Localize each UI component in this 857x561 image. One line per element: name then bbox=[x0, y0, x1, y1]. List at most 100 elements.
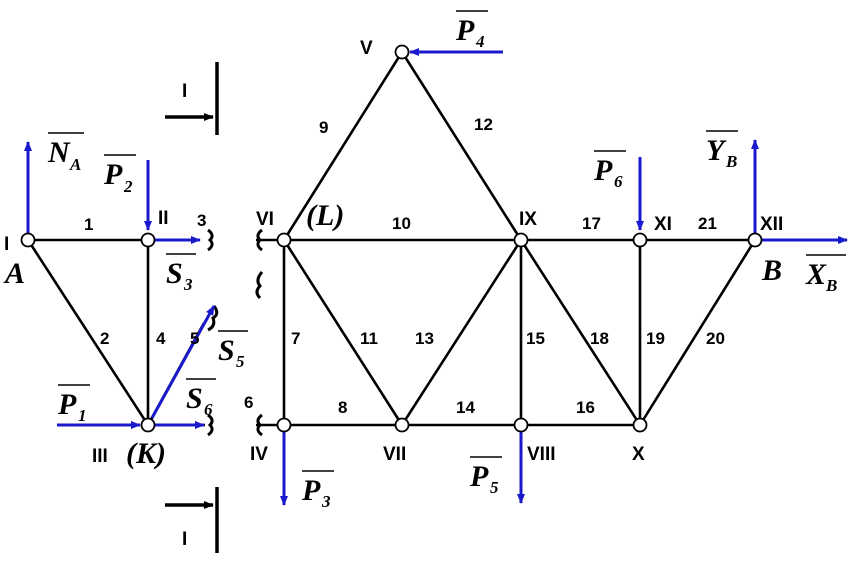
svg-text:P: P bbox=[301, 474, 321, 507]
svg-text:P: P bbox=[103, 158, 123, 191]
member-12 bbox=[400, 51, 523, 241]
section-label-bottom: I bbox=[182, 529, 187, 550]
member-number-19: 19 bbox=[646, 329, 665, 348]
svg-text:P: P bbox=[593, 154, 613, 187]
svg-text:B: B bbox=[825, 276, 837, 295]
member-number-4: 4 bbox=[156, 329, 166, 348]
node-label-II: II bbox=[158, 208, 169, 229]
member-number-21: 21 bbox=[698, 214, 717, 233]
svg-text:5: 5 bbox=[236, 352, 245, 371]
node-label-XII: XII bbox=[760, 214, 783, 235]
joint-V bbox=[394, 44, 410, 60]
member-2 bbox=[26, 239, 150, 426]
member-number-14: 14 bbox=[456, 398, 475, 417]
svg-text:6: 6 bbox=[614, 172, 623, 191]
member-number-8: 8 bbox=[338, 398, 347, 417]
joint-VI bbox=[276, 232, 292, 248]
svg-text:B: B bbox=[725, 152, 737, 171]
cut-mark-5-left bbox=[255, 271, 264, 300]
member-number-1: 1 bbox=[84, 215, 93, 234]
svg-text:6: 6 bbox=[204, 400, 213, 419]
node-alias-K: (K) bbox=[126, 437, 166, 470]
member-number-17: 17 bbox=[582, 214, 601, 233]
member-number-15: 15 bbox=[526, 329, 545, 348]
joint-X bbox=[632, 417, 648, 433]
svg-text:3: 3 bbox=[183, 275, 193, 294]
member-20 bbox=[638, 239, 757, 426]
node-label-I: I bbox=[4, 234, 9, 255]
node-label-VI: VI bbox=[256, 209, 274, 230]
node-label-X: X bbox=[632, 444, 645, 465]
svg-text:1: 1 bbox=[78, 406, 87, 425]
joint-III bbox=[140, 417, 156, 433]
svg-text:3: 3 bbox=[321, 492, 331, 511]
svg-text:Y: Y bbox=[706, 134, 727, 167]
cut-mark-3 bbox=[207, 228, 214, 252]
joint-IV bbox=[276, 417, 292, 433]
svg-text:P: P bbox=[469, 460, 489, 493]
member-number-9: 9 bbox=[319, 118, 328, 137]
cut-mark-10-left bbox=[256, 228, 263, 252]
member-11 bbox=[282, 239, 404, 426]
svg-text:S: S bbox=[166, 257, 183, 290]
svg-text:5: 5 bbox=[490, 478, 499, 497]
joint-IX bbox=[513, 232, 529, 248]
joint-II bbox=[140, 232, 156, 248]
force-label-XB: X B bbox=[805, 254, 846, 295]
svg-text:A: A bbox=[69, 155, 81, 174]
cut-mark-6-left bbox=[256, 413, 263, 437]
svg-text:S: S bbox=[218, 334, 235, 367]
force-label-P1: P 1 bbox=[57, 384, 90, 425]
node-label-IV: IV bbox=[250, 444, 268, 465]
joint-XI bbox=[632, 232, 648, 248]
force-label-NA: N A bbox=[47, 132, 84, 174]
member-13 bbox=[400, 239, 523, 426]
member-number-3: 3 bbox=[197, 211, 206, 230]
node-label-III: III bbox=[92, 446, 108, 467]
force-label-P6: P 6 bbox=[593, 150, 626, 191]
member-number-5: 5 bbox=[190, 329, 199, 348]
joint-VII bbox=[394, 417, 410, 433]
force-label-S3: S 3 bbox=[166, 253, 196, 294]
force-label-S5: S 5 bbox=[218, 330, 248, 371]
svg-text:N: N bbox=[47, 136, 71, 169]
node-label-V: V bbox=[360, 38, 373, 59]
svg-text:2: 2 bbox=[123, 177, 133, 196]
support-label-B: B bbox=[761, 254, 782, 287]
node-label-XI: XI bbox=[654, 214, 672, 235]
cut-mark-5 bbox=[207, 305, 219, 332]
force-label-P2: P 2 bbox=[103, 154, 136, 196]
force-label-P3: P 3 bbox=[301, 470, 334, 511]
svg-text:P: P bbox=[57, 388, 77, 421]
svg-text:4: 4 bbox=[475, 32, 485, 51]
force-S5-arrow bbox=[150, 305, 216, 419]
svg-text:S: S bbox=[186, 382, 203, 415]
member-number-12: 12 bbox=[474, 115, 493, 134]
member-number-7: 7 bbox=[291, 329, 300, 348]
member-number-6: 6 bbox=[244, 393, 253, 412]
support-label-A: A bbox=[3, 257, 25, 290]
svg-text:X: X bbox=[805, 258, 827, 291]
node-label-VIII: VIII bbox=[527, 444, 556, 465]
joint-I bbox=[20, 232, 36, 248]
node-label-VII: VII bbox=[383, 444, 406, 465]
joint-XII bbox=[747, 232, 763, 248]
member-number-16: 16 bbox=[576, 398, 595, 417]
force-label-S6: S 6 bbox=[186, 378, 216, 419]
joint-VIII bbox=[513, 417, 529, 433]
member-number-13: 13 bbox=[415, 329, 434, 348]
member-number-20: 20 bbox=[706, 329, 725, 348]
member-number-10: 10 bbox=[392, 214, 411, 233]
force-label-P4: P 4 bbox=[455, 10, 488, 51]
member-9 bbox=[282, 51, 404, 241]
member-number-11: 11 bbox=[360, 329, 378, 348]
node-alias-L: (L) bbox=[306, 199, 344, 232]
force-label-P5: P 5 bbox=[469, 456, 502, 497]
section-label-top: I bbox=[182, 81, 187, 102]
member-number-2: 2 bbox=[100, 329, 109, 348]
member-18 bbox=[519, 239, 642, 426]
force-label-YB: Y B bbox=[706, 130, 738, 171]
member-number-18: 18 bbox=[590, 329, 609, 348]
node-label-IX: IX bbox=[519, 209, 537, 230]
